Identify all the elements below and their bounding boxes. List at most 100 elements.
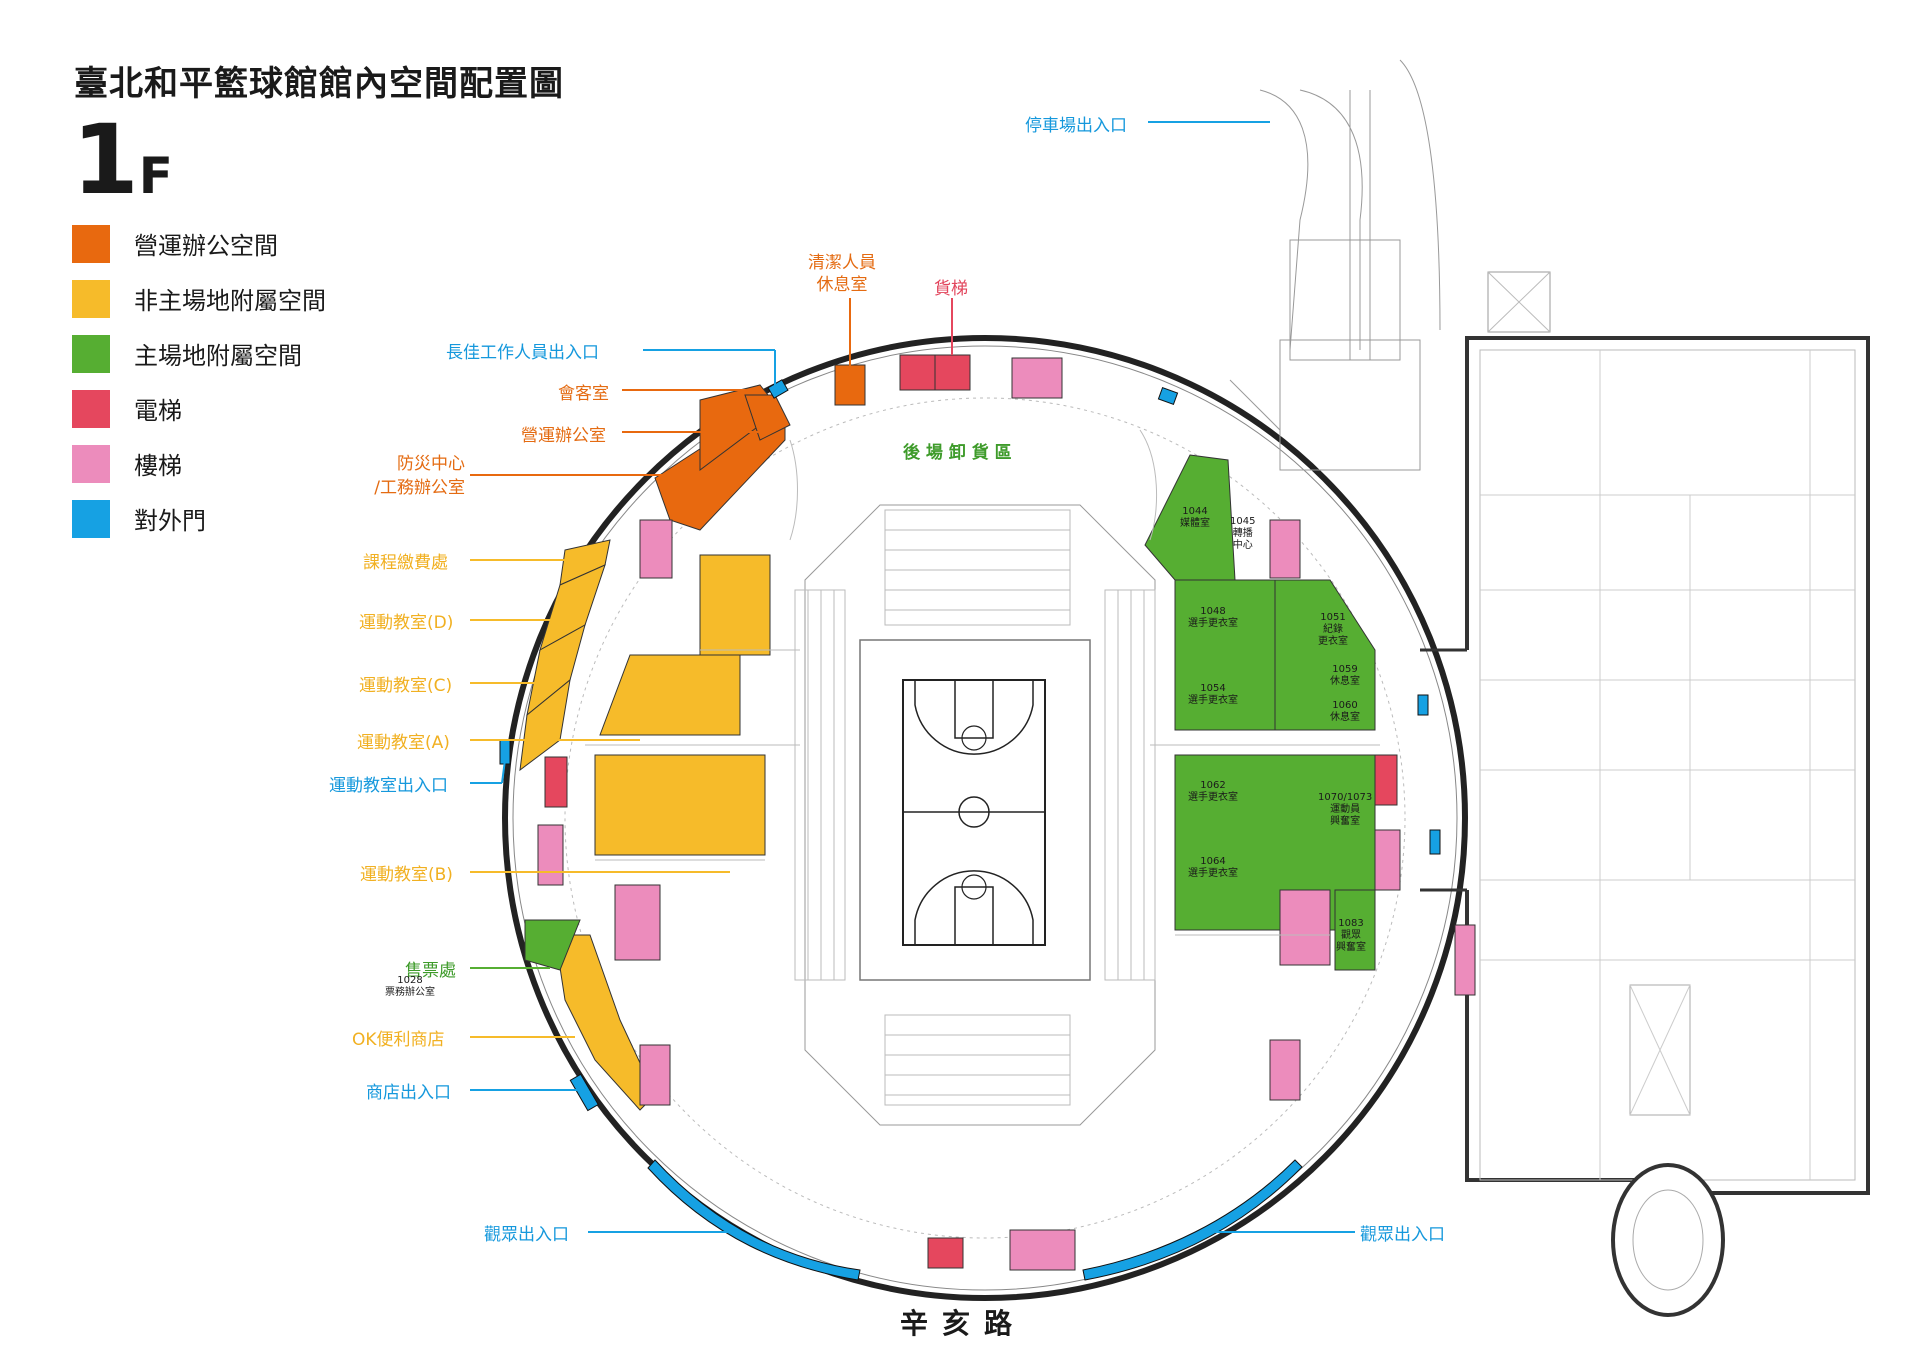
elevators (544, 354, 1398, 1269)
freight-elevator-2 (934, 354, 971, 391)
stairs-annex (1454, 924, 1476, 996)
cleaning-rest-room (834, 364, 866, 406)
leader-lines (470, 121, 1355, 1233)
exterior-doors (499, 379, 1441, 1281)
elevator-swatch-icon (72, 389, 110, 428)
room-b-label: 運動教室(B) (360, 865, 453, 885)
parking-exit-label: 停車場出入口 (1025, 116, 1127, 136)
arena-inner-wall (512, 345, 1458, 1291)
room-c-label: 運動教室(C) (359, 676, 453, 696)
door-ne (1157, 386, 1179, 406)
stairs-south (1009, 1229, 1076, 1271)
legend-item-stairs: 樓梯 (72, 436, 326, 491)
ancillary-swatch-icon (72, 279, 110, 318)
room-1051-1059-1060 (1274, 579, 1376, 731)
legend-item-elevator: 電梯 (72, 381, 326, 436)
freight-elevator-label: 貨梯 (934, 279, 968, 299)
loading-area-label: 後 場 卸 貨 區 (903, 443, 1012, 463)
room-1062-label: 1062 選手更衣室 (1188, 780, 1238, 803)
stairs-west (537, 824, 564, 886)
restroom-block-north (699, 554, 771, 656)
door-swatch-icon (72, 499, 110, 538)
ancillary-zones (519, 539, 771, 1111)
audience-exit-east-label: 觀眾出入口 (1360, 1225, 1445, 1245)
room-1064-label: 1064 選手更衣室 (1188, 856, 1238, 879)
room-1059-label: 1059 休息室 (1330, 664, 1360, 687)
store-door (569, 1073, 599, 1112)
legend-item-ancillary: 非主場地附屬空間 (72, 271, 326, 326)
disaster-center-label: 防災中心 /工務辦公室 (374, 454, 465, 498)
office-zones (654, 364, 866, 531)
ticket-room-label: 1028 票務辦公室 (385, 975, 435, 998)
freight-elevator (899, 354, 936, 391)
concourse-ring (564, 397, 1406, 1239)
stairs-east-inner (1279, 889, 1331, 966)
room-1060-label: 1060 休息室 (1330, 700, 1360, 723)
room-1051-label: 1051 紀錄 更衣室 (1318, 612, 1348, 647)
reception-label: 會客室 (558, 384, 609, 404)
stairs-north (1011, 357, 1063, 399)
room-1070-label: 1070/1073 運動員 興奮室 (1318, 792, 1373, 827)
ops-office-room (744, 394, 791, 441)
room-d-label: 運動教室(D) (359, 613, 454, 633)
audience-exit-west-label: 觀眾出入口 (484, 1225, 569, 1245)
stairs (537, 357, 1476, 1271)
ticket-office-label: 售票處 (405, 961, 456, 981)
room-1054-label: 1054 選手更衣室 (1188, 683, 1238, 706)
elevator-west (544, 756, 568, 808)
floor-suffix: F (138, 147, 173, 205)
stairs-west-2 (614, 884, 661, 961)
legend-label: 電梯 (134, 397, 182, 425)
stands (794, 509, 1156, 1106)
legend-label: 樓梯 (134, 452, 182, 480)
floor-indicator: 1F (72, 112, 173, 208)
stairs-nw (639, 519, 673, 579)
legend: 營運辦公空間 非主場地附屬空間 主場地附屬空間 電梯 樓梯 對外門 (72, 216, 326, 546)
audience-door-east (1082, 1159, 1303, 1281)
arena-ancillary-zones (524, 454, 1376, 971)
page-title: 臺北和平籃球館館內空間配置圖 (74, 64, 564, 104)
arena-outer-wall (502, 335, 1468, 1301)
legend-item-door: 對外門 (72, 491, 326, 546)
room-b (594, 754, 766, 856)
room-1083 (1334, 889, 1376, 971)
cleaning-rest-label: 清潔人員 休息室 (808, 253, 876, 295)
stairs-east (1374, 829, 1401, 891)
store-exit-label: 商店出入口 (366, 1083, 451, 1103)
ops-office-label: 營運辦公室 (521, 426, 606, 446)
legend-item-arena-ancillary: 主場地附屬空間 (72, 326, 326, 381)
room-1083-label: 1083 觀眾 興奮室 (1336, 918, 1366, 953)
room-1044-label: 1044 媒體室 (1180, 506, 1210, 529)
plan-detail-lines (585, 429, 1380, 936)
room-a-label: 運動教室(A) (357, 733, 450, 753)
arena-ancillary-swatch-icon (72, 334, 110, 373)
course-fee-label: 課程繳費處 (363, 553, 448, 573)
room-1048-1054 (1174, 579, 1276, 731)
annex-building (1420, 271, 1870, 1317)
office-swatch-icon (72, 224, 110, 263)
room-1045-label: 1045 轉播 中心 (1230, 516, 1256, 551)
stairs-ne (1269, 519, 1301, 579)
audience-door-west (647, 1159, 861, 1281)
staff-entrance-label: 長佳工作人員出入口 (446, 343, 599, 363)
floor-number: 1 (72, 104, 139, 216)
door-east-2 (1429, 829, 1441, 855)
parking-ramp (1229, 59, 1441, 471)
elevator-south (927, 1237, 964, 1269)
ticket-office (524, 919, 581, 971)
door-east-1 (1417, 694, 1429, 716)
legend-label: 對外門 (134, 507, 206, 535)
room-a (599, 654, 741, 736)
court-area (804, 504, 1156, 1126)
stairs-sw (639, 1044, 671, 1106)
ok-store-label: OK便利商店 (352, 1030, 445, 1050)
room-1048-label: 1048 選手更衣室 (1188, 606, 1238, 629)
legend-label: 營運辦公空間 (134, 232, 278, 260)
stairs-swatch-icon (72, 444, 110, 483)
road-label: 辛亥路 (900, 1307, 1027, 1340)
stairs-se (1269, 1039, 1301, 1101)
legend-label: 主場地附屬空間 (134, 342, 302, 370)
legend-item-office: 營運辦公空間 (72, 216, 326, 271)
classroom-exit-label: 運動教室出入口 (329, 776, 448, 796)
